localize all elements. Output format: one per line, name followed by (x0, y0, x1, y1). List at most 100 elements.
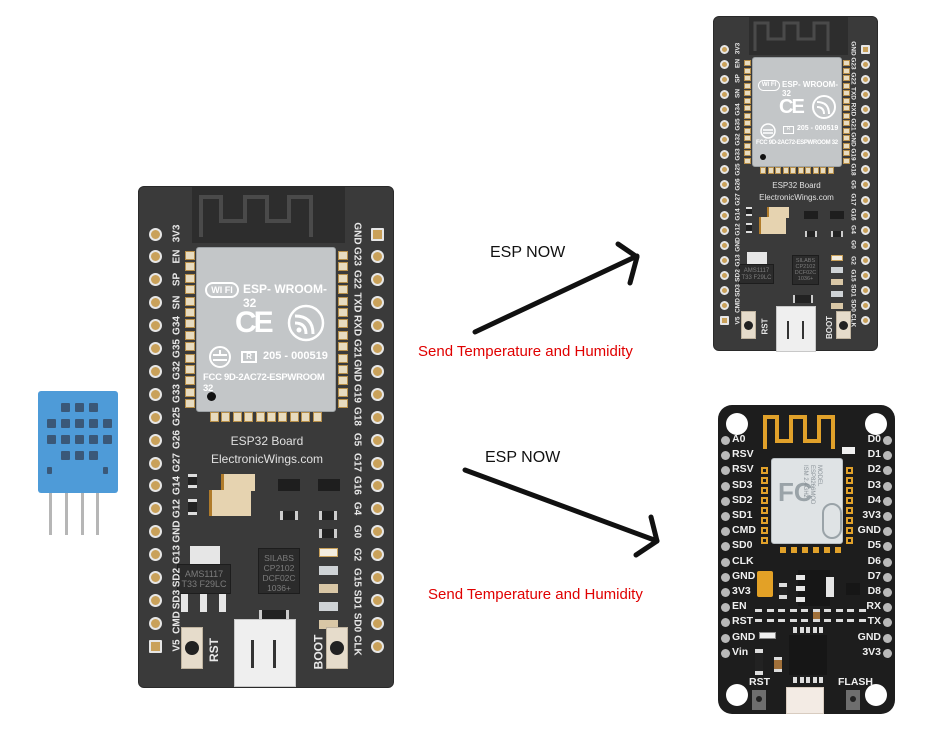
header-pin[interactable] (720, 316, 729, 326)
header-pin[interactable] (371, 342, 384, 355)
header-pin[interactable] (371, 387, 384, 401)
header-pin[interactable] (371, 296, 384, 310)
header-pin[interactable] (883, 648, 892, 658)
header-pin[interactable] (371, 616, 384, 630)
header-pin[interactable] (721, 557, 730, 567)
header-pin[interactable] (861, 120, 870, 129)
header-pin[interactable] (371, 273, 384, 287)
header-pin[interactable] (861, 104, 870, 114)
header-pin[interactable] (371, 250, 384, 264)
boot-button[interactable] (836, 311, 851, 339)
header-pin[interactable] (861, 301, 870, 311)
header-pin[interactable] (720, 286, 729, 296)
micro-usb-port[interactable] (786, 687, 824, 714)
header-pin[interactable] (883, 588, 892, 597)
header-pin[interactable] (883, 512, 892, 521)
header-pin[interactable] (861, 150, 870, 160)
header-pin[interactable] (371, 502, 384, 516)
header-pin[interactable] (720, 225, 729, 235)
header-pin[interactable] (149, 227, 162, 241)
header-pin[interactable] (861, 44, 870, 54)
header-pin[interactable] (721, 588, 730, 597)
header-pin[interactable] (371, 479, 384, 493)
header-pin[interactable] (721, 618, 730, 628)
header-pin[interactable] (861, 74, 870, 84)
header-pin[interactable] (720, 255, 729, 265)
header-pin[interactable] (149, 410, 162, 424)
header-pin[interactable] (371, 364, 384, 378)
header-pin[interactable] (883, 603, 892, 613)
header-pin[interactable] (720, 150, 729, 160)
boot-button[interactable] (326, 627, 348, 669)
header-pin[interactable] (720, 271, 729, 280)
header-pin[interactable] (721, 527, 730, 537)
header-pin[interactable] (720, 120, 729, 129)
header-pin[interactable] (721, 451, 730, 461)
header-pin[interactable] (861, 210, 870, 220)
header-pin[interactable] (883, 436, 892, 445)
header-pin[interactable] (720, 59, 729, 69)
header-pin[interactable] (149, 250, 162, 264)
header-pin[interactable] (149, 616, 162, 630)
header-pin[interactable] (883, 451, 892, 461)
header-pin[interactable] (883, 557, 892, 567)
header-pin[interactable] (720, 165, 729, 175)
header-pin[interactable] (861, 286, 870, 296)
rst-button[interactable] (741, 311, 756, 339)
header-pin[interactable] (883, 633, 892, 643)
flash-button[interactable] (846, 690, 860, 710)
header-pin[interactable] (149, 296, 162, 310)
header-pin[interactable] (721, 633, 730, 643)
header-pin[interactable] (861, 240, 870, 250)
header-pin[interactable] (149, 273, 162, 287)
header-pin[interactable] (883, 466, 892, 476)
header-pin[interactable] (721, 542, 730, 552)
header-pin[interactable] (720, 89, 729, 99)
header-pin[interactable] (371, 548, 384, 562)
header-pin[interactable] (721, 603, 730, 613)
header-pin[interactable] (371, 571, 384, 584)
header-pin[interactable] (721, 648, 730, 658)
header-pin[interactable] (721, 512, 730, 521)
header-pin[interactable] (861, 165, 870, 175)
header-pin[interactable] (720, 135, 729, 145)
header-pin[interactable] (861, 271, 870, 280)
header-pin[interactable] (883, 496, 892, 506)
header-pin[interactable] (861, 316, 870, 326)
header-pin[interactable] (721, 466, 730, 476)
header-pin[interactable] (371, 593, 384, 607)
header-pin[interactable] (861, 195, 870, 205)
header-pin[interactable] (720, 74, 729, 84)
header-pin[interactable] (720, 195, 729, 205)
header-pin[interactable] (883, 618, 892, 628)
header-pin[interactable] (861, 135, 870, 145)
header-pin[interactable] (883, 527, 892, 537)
header-pin[interactable] (371, 410, 384, 424)
header-pin[interactable] (371, 227, 384, 241)
header-pin[interactable] (721, 572, 730, 582)
header-pin[interactable] (149, 456, 162, 470)
header-pin[interactable] (371, 639, 384, 653)
header-pin[interactable] (720, 210, 729, 220)
header-pin[interactable] (721, 496, 730, 506)
header-pin[interactable] (149, 571, 162, 584)
header-pin[interactable] (149, 319, 162, 333)
micro-usb-port[interactable] (234, 619, 296, 687)
header-pin[interactable] (883, 481, 892, 491)
header-pin[interactable] (149, 593, 162, 607)
header-pin[interactable] (720, 44, 729, 54)
header-pin[interactable] (149, 342, 162, 355)
header-pin[interactable] (883, 542, 892, 552)
header-pin[interactable] (371, 433, 384, 447)
micro-usb-port[interactable] (776, 306, 816, 352)
header-pin[interactable] (149, 502, 162, 516)
header-pin[interactable] (720, 104, 729, 114)
header-pin[interactable] (149, 433, 162, 447)
header-pin[interactable] (861, 225, 870, 235)
header-pin[interactable] (149, 364, 162, 378)
header-pin[interactable] (720, 240, 729, 250)
header-pin[interactable] (721, 481, 730, 491)
header-pin[interactable] (371, 319, 384, 333)
header-pin[interactable] (883, 572, 892, 582)
header-pin[interactable] (720, 301, 729, 311)
